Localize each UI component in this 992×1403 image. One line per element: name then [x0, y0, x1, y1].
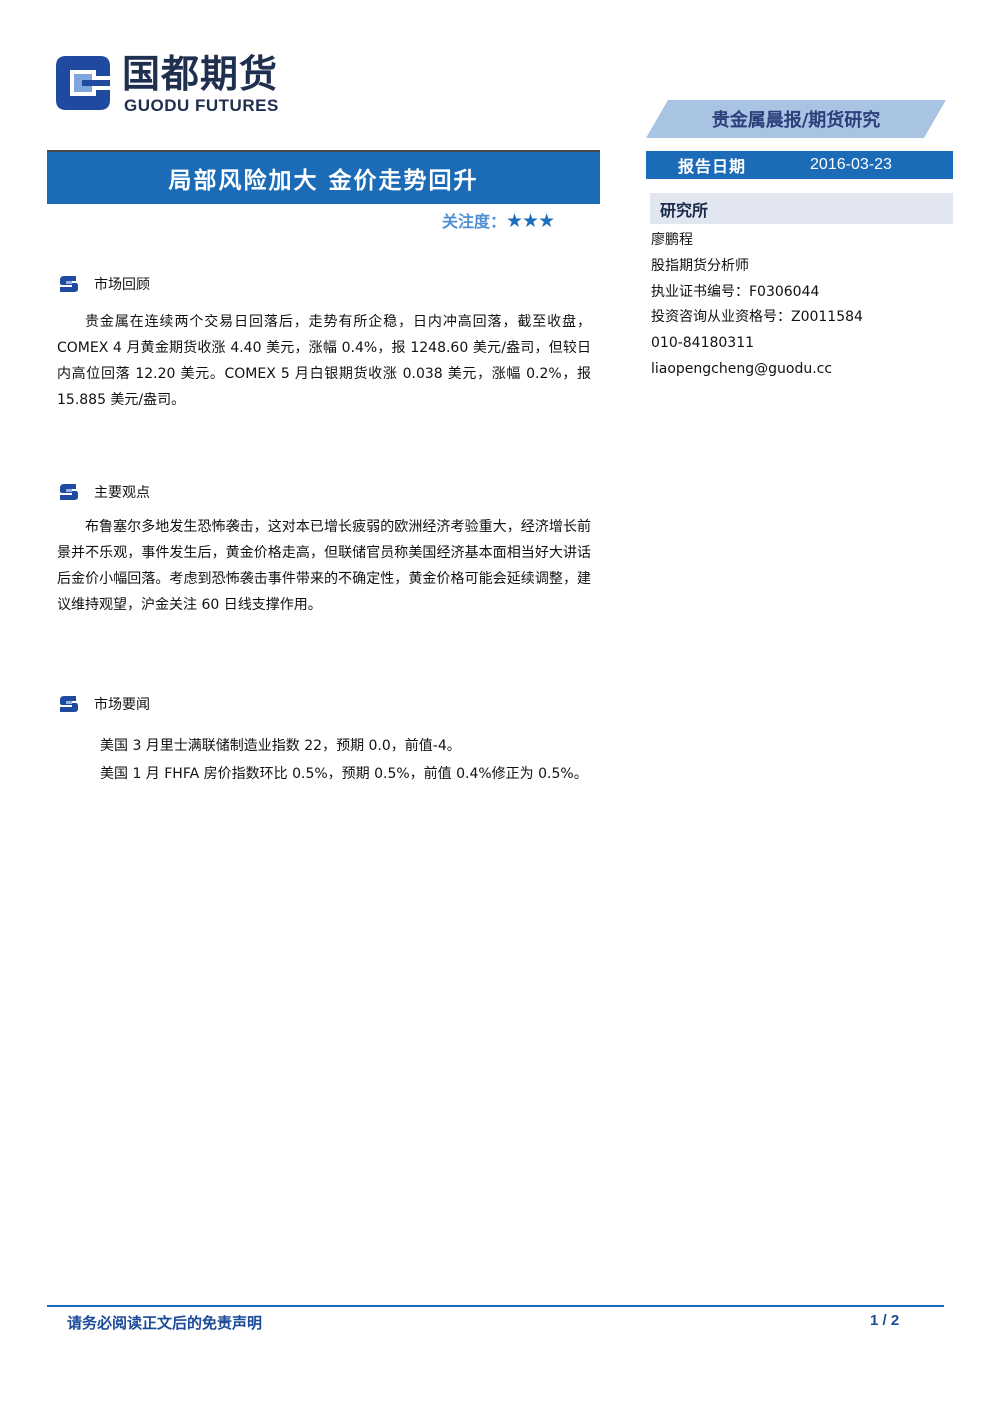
report-date-value: 2016-03-23	[810, 156, 892, 173]
logo-english-name: GUODU FUTURES	[124, 96, 279, 115]
section-label-news: 市场要闻	[94, 697, 150, 713]
logo-chinese-name: 国都期货	[122, 52, 279, 96]
analyst-contact-block: 廖鹏程 股指期货分析师 执业证书编号：F0306044 投资咨询从业资格号：Z0…	[651, 229, 863, 384]
view-paragraph: 布鲁塞尔多地发生恐怖袭击，这对本已增长疲弱的欧洲经济考验重大，经济增长前景并不乐…	[57, 519, 591, 613]
news-item: 美国 3 月里士满联储制造业指数 22，预期 0.0，前值-4。	[100, 738, 461, 754]
report-date-label: 报告日期	[678, 157, 747, 176]
footer-divider	[47, 1305, 944, 1307]
news-item: 美国 1 月 FHFA 房价指数环比 0.5%，预期 0.5%，前值 0.4%修…	[100, 766, 588, 782]
section-label-review: 市场回顾	[94, 277, 150, 293]
attention-rating: 关注度：★★★	[442, 208, 555, 232]
analyst-phone: 010-84180311	[651, 335, 755, 352]
report-title-bar: 局部风险加大 金价走势回升	[47, 150, 600, 204]
section-bullet-icon	[60, 484, 78, 500]
footer-disclaimer-link[interactable]: 请务必阅读正文后的免责声明	[67, 1314, 263, 1332]
section-header-view: 主要观点	[58, 480, 150, 504]
guodu-logo-icon	[56, 56, 110, 110]
report-category-label: 贵金属晨报/期货研究	[711, 110, 881, 131]
report-date-bar: 报告日期 2016-03-23	[646, 151, 953, 179]
news-list: 美国 3 月里士满联储制造业指数 22，预期 0.0，前值-4。 美国 1 月 …	[100, 732, 588, 788]
report-title: 局部风险加大 金价走势回升	[168, 168, 479, 194]
institute-heading-box: 研究所	[650, 193, 953, 224]
analyst-qualification-number: 投资咨询从业资格号：Z0011584	[651, 309, 863, 326]
section-label-view: 主要观点	[94, 485, 150, 501]
section-header-news: 市场要闻	[58, 692, 150, 716]
analyst-email[interactable]: liaopengcheng@guodu.cc	[651, 360, 833, 377]
page-number: 1 / 2	[870, 1312, 900, 1329]
report-category-banner: 贵金属晨报/期货研究	[646, 100, 946, 138]
attention-label: 关注度：	[442, 212, 507, 231]
analyst-name: 廖鹏程	[651, 232, 693, 248]
analyst-role: 股指期货分析师	[651, 257, 749, 274]
section-bullet-icon	[60, 276, 78, 292]
institute-heading: 研究所	[660, 200, 709, 220]
section-bullet-icon	[60, 696, 78, 712]
review-paragraph: 贵金属在连续两个交易日回落后，走势有所企稳，日内冲高回落，截至收盘，COMEX …	[57, 314, 591, 408]
analyst-cert-number: 执业证书编号：F0306044	[651, 283, 820, 300]
section-header-review: 市场回顾	[58, 272, 150, 296]
attention-stars: ★★★	[506, 210, 555, 232]
